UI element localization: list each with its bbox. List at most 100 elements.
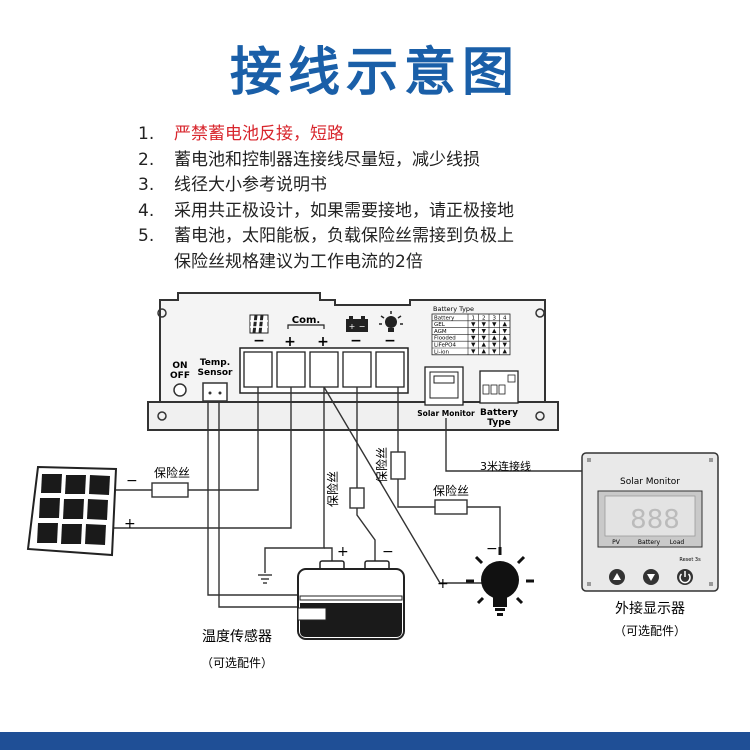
load-plus-sign: + xyxy=(437,576,449,592)
note-3: 3. 线径大小参考说明书 xyxy=(138,173,514,199)
monitor-label-pv: PV xyxy=(612,539,621,546)
temp-sensor-label: Sensor xyxy=(198,368,234,378)
battery-table-row-name: AGM xyxy=(434,329,447,335)
terminal-sign: − xyxy=(253,333,265,349)
wire-temp-sensor xyxy=(218,401,300,608)
arrow-up-icon xyxy=(492,328,497,333)
terminal-battery-negative[interactable] xyxy=(342,351,372,388)
footer-bar xyxy=(0,732,750,750)
battery-table-header: 4 xyxy=(503,315,507,321)
fuse-label: 保险丝 xyxy=(433,483,469,498)
terminal-pv-positive[interactable] xyxy=(276,351,306,388)
arrow-down-icon xyxy=(502,342,507,347)
battery-table-header: Battery xyxy=(434,315,455,321)
light-bulb xyxy=(466,547,534,616)
note-number: 2. xyxy=(138,149,155,170)
wiring-diagram: ON OFF Temp. Sensor Com. + − xyxy=(26,292,719,670)
note-text: 蓄电池和控制器连接线尽量短，减少线损 xyxy=(174,149,480,170)
optional-label: （可选配件） xyxy=(614,624,686,638)
fuse-load-upper xyxy=(390,451,406,480)
controller: ON OFF Temp. Sensor Com. + − xyxy=(147,292,559,431)
arrow-up-icon xyxy=(502,349,507,354)
arrow-down-icon xyxy=(492,349,497,354)
screw-icon xyxy=(157,308,167,318)
note-text: 蓄电池，太阳能板，负载保险丝需接到负极上 xyxy=(174,226,514,246)
page-title: 接线示意图 xyxy=(229,43,520,103)
arrow-down-icon xyxy=(481,329,486,334)
external-display-label: 外接显示器 xyxy=(615,600,685,617)
power-icon xyxy=(679,573,691,584)
terminal-sign: − xyxy=(384,333,396,349)
battery xyxy=(297,560,405,640)
arrow-up-icon xyxy=(481,349,486,354)
pv-minus-sign: − xyxy=(126,473,138,489)
temp-sensor-label: Temp. xyxy=(200,358,230,368)
battery-table-header: 3 xyxy=(493,315,497,321)
arrow-down-icon xyxy=(471,349,476,354)
wire-pv-positive xyxy=(110,387,292,529)
svg-text:−: − xyxy=(359,322,366,331)
power-switch-button[interactable] xyxy=(173,383,187,397)
fuse-label: 保险丝 xyxy=(374,447,389,483)
screw-icon xyxy=(157,411,167,421)
arrow-down-icon xyxy=(471,342,476,347)
battery-table-row-name: GEL xyxy=(434,322,446,328)
pv-plus-sign: + xyxy=(124,516,136,532)
arrow-down-icon xyxy=(481,335,486,341)
fuse-label: 保险丝 xyxy=(325,471,340,507)
terminal-load-negative[interactable] xyxy=(375,351,405,388)
arrow-down-icon xyxy=(492,322,497,327)
external-monitor: Solar Monitor 888 PV Battery Load Reset … xyxy=(581,452,719,592)
battery-minus-sign: − xyxy=(382,544,394,560)
terminal-sign: + xyxy=(284,334,296,350)
monitor-reset-label: Reset 3s xyxy=(679,557,701,563)
wire-load-negative xyxy=(467,506,501,550)
battery-type-label: Battery xyxy=(480,408,518,418)
arrow-up-icon xyxy=(502,321,507,327)
arrow-up-icon xyxy=(613,573,621,580)
solar-panel xyxy=(26,465,118,557)
wire-load-negative xyxy=(397,479,435,508)
arrow-down-icon xyxy=(502,329,507,334)
solar-monitor-port-label: Solar Monitor xyxy=(417,409,475,418)
note-number: 1. xyxy=(138,124,155,144)
battery-type-label: Type xyxy=(487,418,510,428)
monitor-title: Solar Monitor xyxy=(620,477,680,487)
arrow-down-icon xyxy=(471,322,476,327)
wire-temp-sensor xyxy=(207,401,300,596)
note-5: 5. 蓄电池，太阳能板，负载保险丝需接到负极上 xyxy=(138,224,514,250)
monitor-label-battery: Battery xyxy=(638,539,661,546)
terminal-sign: + xyxy=(317,334,329,350)
temp-sensor-port[interactable] xyxy=(202,382,228,402)
arrow-up-icon xyxy=(502,335,507,340)
arrow-down-icon xyxy=(647,574,655,581)
note-4: 4. 采用共正极设计，如果需要接地，请正极接地 xyxy=(138,199,514,225)
note-5-continued: 保险丝规格建议为工作电流的2倍 xyxy=(174,251,423,272)
note-2: 2. 蓄电池和控制器连接线尽量短，减少线损 xyxy=(138,148,514,174)
temp-sensor-caption: 温度传感器 xyxy=(202,628,272,645)
screw-icon xyxy=(535,411,545,421)
note-number: 5. xyxy=(138,226,155,246)
note-number: 4. xyxy=(138,200,155,221)
wire-battery-negative xyxy=(356,508,376,568)
note-text: 严禁蓄电池反接，短路 xyxy=(174,124,344,144)
arrow-up-icon xyxy=(492,335,497,340)
battery-table-row-name: Li-ion xyxy=(434,349,449,355)
solar-panel-icon xyxy=(249,314,269,334)
notes-list: 1. 严禁蓄电池反接，短路 2. 蓄电池和控制器连接线尽量短，减少线损 3. 线… xyxy=(138,122,514,275)
com-label: Com. xyxy=(292,315,320,326)
svg-text:888: 888 xyxy=(630,505,680,535)
battery-plus-sign: + xyxy=(337,544,349,560)
monitor-screen xyxy=(604,495,696,537)
controller-base xyxy=(147,401,559,431)
terminal-pv-negative[interactable] xyxy=(243,351,273,388)
arrow-up-icon xyxy=(481,342,486,347)
bulb-icon xyxy=(379,311,403,332)
note-text: 线径大小参考说明书 xyxy=(174,175,327,195)
note-1: 1. 严禁蓄电池反接，短路 xyxy=(138,122,514,148)
monitor-label-load: Load xyxy=(670,539,685,546)
arrow-down-icon xyxy=(471,335,476,341)
fuse-pv xyxy=(151,482,189,498)
terminal-common-positive[interactable] xyxy=(309,351,339,388)
battery-table-header: 2 xyxy=(482,315,486,321)
